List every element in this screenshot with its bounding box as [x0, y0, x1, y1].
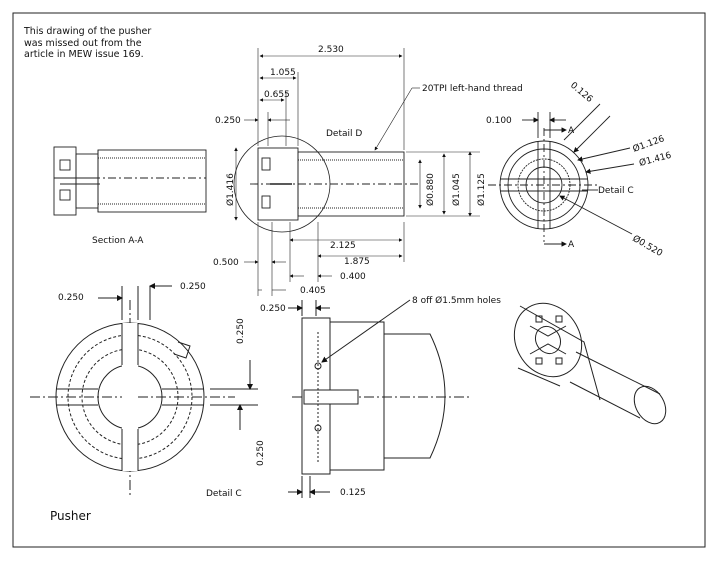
isometric-view — [513, 302, 667, 425]
dim-0250-vert-bot: 0.250 — [256, 440, 266, 466]
dim-0250-side: 0.250 — [260, 304, 286, 314]
thread-note: 20TPI left-hand thread — [422, 84, 523, 94]
pusher-side-view — [288, 299, 470, 498]
dim-0405: 0.405 — [300, 286, 326, 296]
dim-0250-vert-top: 0.250 — [236, 318, 246, 344]
dim-0400: 0.400 — [340, 272, 366, 282]
dim-2125: 2.125 — [330, 241, 356, 251]
dim-0125: 0.125 — [340, 488, 366, 498]
dim-0250-left: 0.250 — [58, 293, 84, 303]
dim-1045-dia: Ø1.045 — [451, 173, 462, 206]
dim-1125-dia: Ø1.125 — [476, 173, 487, 206]
dim-1055: 1.055 — [270, 68, 296, 78]
section-a-bottom: A — [568, 240, 575, 250]
detail-d-label: Detail D — [326, 129, 362, 139]
dim-0250-right: 0.250 — [180, 282, 206, 292]
dim-0100: 0.100 — [486, 116, 512, 126]
drawing-note: This drawing of the pusher was missed ou… — [24, 26, 152, 60]
detail-c-bottom-label: Detail C — [206, 489, 242, 499]
dim-2530: 2.530 — [318, 45, 344, 55]
section-aa-view — [53, 146, 207, 216]
dim-1126-dia: Ø1.126 — [631, 133, 666, 155]
sheet-border — [12, 12, 706, 548]
detail-c-large-view — [30, 283, 258, 495]
drawing-title: Pusher — [50, 509, 91, 523]
holes-note: 8 off Ø1.5mm holes — [412, 295, 501, 306]
dim-0880-dia: Ø0.880 — [425, 173, 436, 206]
dim-0126: 0.126 — [568, 81, 594, 105]
detail-d-dim-lines — [234, 48, 480, 296]
dim-1416-dia: Ø1.416 — [225, 173, 236, 206]
section-aa-label: Section A-A — [92, 236, 144, 246]
detail-c-end-view — [488, 103, 635, 247]
detail-d-view — [233, 135, 420, 233]
dim-0520-dia: Ø0.520 — [631, 233, 665, 259]
dim-0250-a: 0.250 — [215, 116, 241, 126]
dim-1416-dia-c: Ø1.416 — [638, 150, 673, 169]
dim-0500: 0.500 — [213, 258, 239, 268]
dim-0655: 0.655 — [264, 90, 290, 100]
detail-c-top-label: Detail C — [598, 186, 634, 196]
section-a-top: A — [568, 126, 575, 136]
dim-1875: 1.875 — [344, 257, 370, 267]
